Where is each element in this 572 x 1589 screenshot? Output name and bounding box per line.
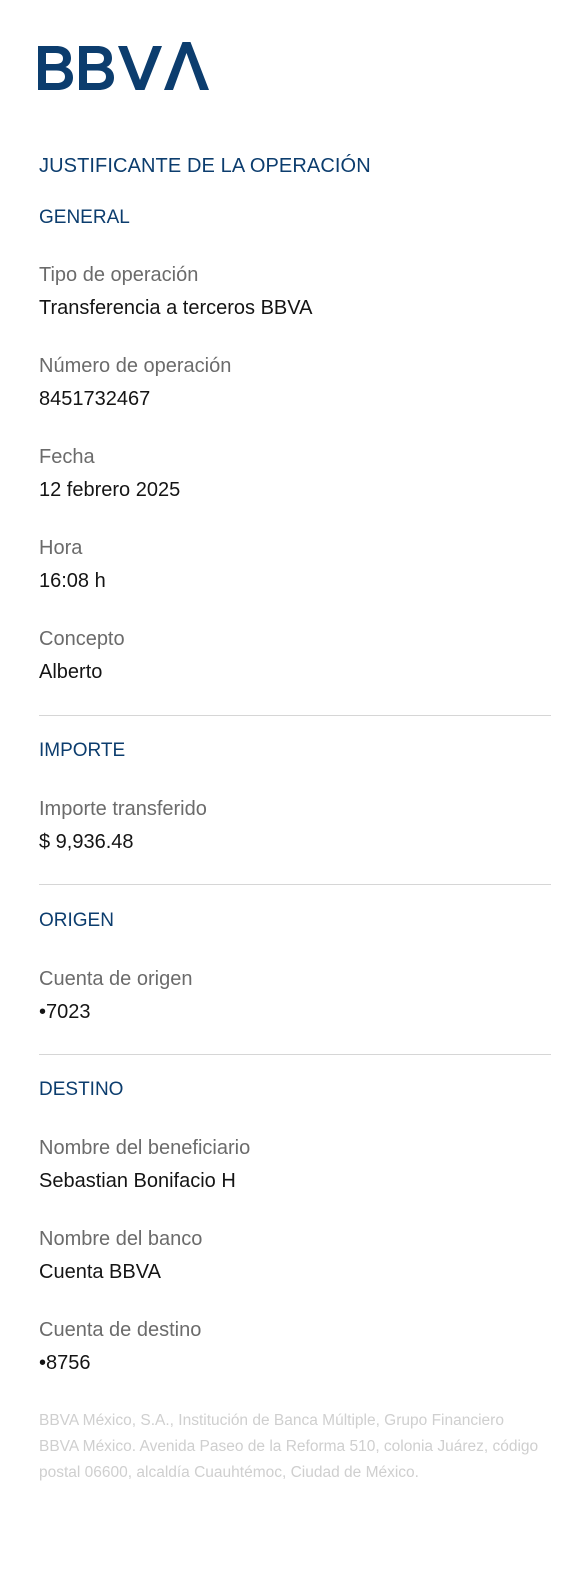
- operation-number-value: 8451732467: [39, 388, 151, 410]
- beneficiary-name-label: Nombre del beneficiario: [39, 1137, 251, 1159]
- legal-footer: BBVA México, S.A., Institución de Banca …: [39, 1408, 544, 1486]
- legal-footer-text: BBVA México, S.A., Institución de Banca …: [39, 1412, 539, 1481]
- bank-name-value: Cuenta BBVA: [39, 1261, 161, 1283]
- bank-name-label: Nombre del banco: [39, 1228, 203, 1250]
- divider: [39, 884, 551, 885]
- concept-value: Alberto: [39, 661, 103, 683]
- bbva-logo: [38, 38, 214, 92]
- transferred-amount-value: $ 9,936.48: [39, 831, 134, 853]
- section-title-importe: IMPORTE: [39, 740, 126, 761]
- section-title-destino: DESTINO: [39, 1079, 124, 1100]
- operation-number-label: Número de operación: [39, 355, 232, 377]
- divider: [39, 715, 551, 716]
- section-title-origen: ORIGEN: [39, 910, 114, 931]
- date-label: Fecha: [39, 446, 95, 468]
- time-value: 16:08 h: [39, 570, 106, 592]
- date-value: 12 febrero 2025: [39, 479, 181, 501]
- destination-account-label: Cuenta de destino: [39, 1319, 202, 1341]
- time-label: Hora: [39, 537, 83, 559]
- origin-account-label: Cuenta de origen: [39, 968, 193, 990]
- beneficiary-name-value: Sebastian Bonifacio H: [39, 1170, 236, 1192]
- transferred-amount-label: Importe transferido: [39, 798, 207, 820]
- document-title: JUSTIFICANTE DE LA OPERACIÓN: [39, 155, 371, 177]
- origin-account-value: •7023: [39, 1001, 91, 1023]
- operation-type-label: Tipo de operación: [39, 264, 199, 286]
- section-title-general: GENERAL: [39, 207, 130, 228]
- destination-account-value: •8756: [39, 1352, 91, 1374]
- operation-type-value: Transferencia a terceros BBVA: [39, 297, 313, 319]
- concept-label: Concepto: [39, 628, 125, 650]
- divider: [39, 1054, 551, 1055]
